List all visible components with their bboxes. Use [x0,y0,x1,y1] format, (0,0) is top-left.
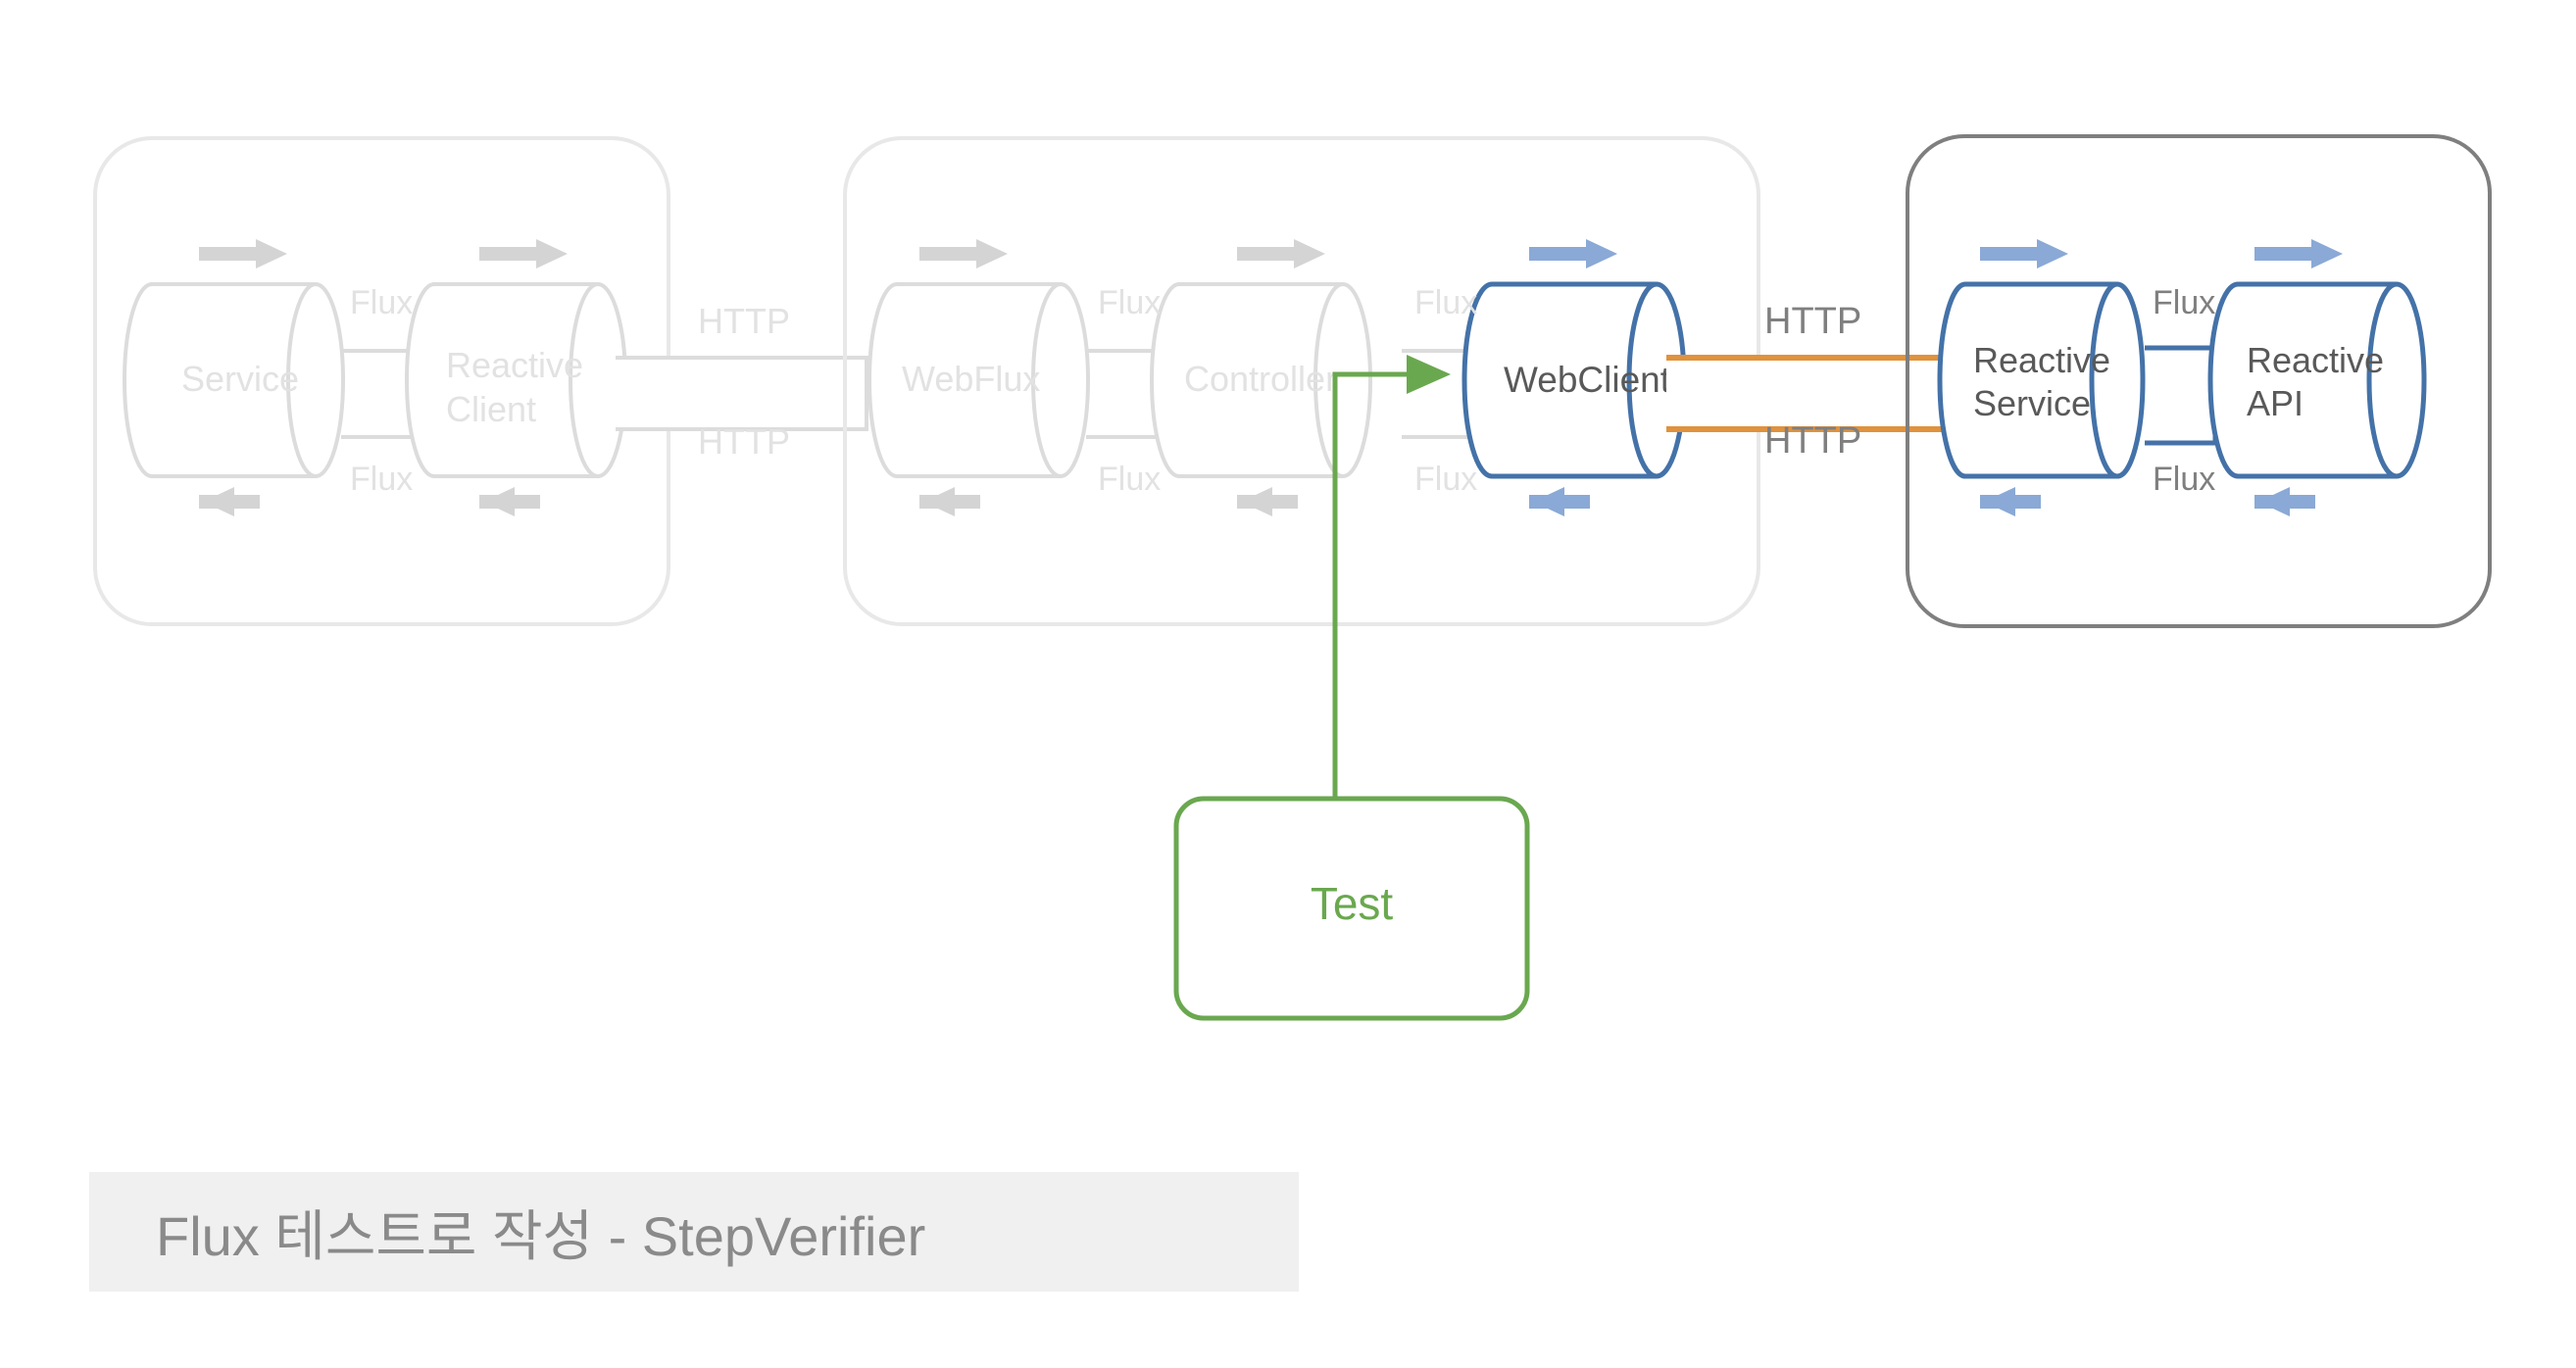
node-reactive-client-label-line1: Reactive [446,345,583,385]
node-webflux: WebFlux [867,282,1090,478]
flux-label-controller-bottom: Flux [1414,461,1477,498]
node-reactive-service-label-line2: Service [1973,383,2091,423]
arrow-right-webflux-faded [919,239,1008,269]
test-box-rect[interactable] [1173,796,1530,1021]
group-external: Reactive Service Reactive API Flux Flux [1906,134,2492,628]
http-connector-left: HTTP HTTP [616,301,868,462]
node-reactive-api-label-line2: API [2247,383,2304,423]
node-reactive-client-label-line2: Client [446,389,536,429]
arrow-right-reactive-service [1980,239,2068,269]
arrow-right-webclient [1529,239,1617,269]
arrow-left-webflux-faded [919,487,980,516]
pipe-webflux-controller [1086,349,1159,439]
pipe-service-client [341,349,414,439]
caption-text: Flux 테스트로 작성 - StepVerifier [156,1204,926,1267]
arrow-left-controller-faded [1237,487,1298,516]
group-external-border [1906,134,2492,628]
pipe-service-api [2145,345,2218,446]
http-label-right-bottom: HTTP [1764,420,1861,462]
node-controller: Controller [1150,282,1372,478]
node-reactive-service: Reactive Service [1937,281,2146,479]
group-client: Service Reactive Client Flux Flux [93,136,670,626]
http-label-left-top: HTTP [698,301,790,341]
arrow-left-webclient [1529,487,1590,516]
http-label-left-bottom: HTTP [698,421,790,462]
arrow-left-reactive-service [1980,487,2041,516]
arrow-right-client-faded [479,239,568,269]
flux-label-external-top: Flux [2153,284,2215,321]
flux-label-webflux-top: Flux [1098,284,1161,321]
node-webclient-label: WebClient [1504,360,1671,400]
pipe-controller-webclient [1402,349,1472,439]
arrow-left-service-faded [199,487,260,516]
caption-band: Flux 테스트로 작성 - StepVerifier [89,1172,1299,1292]
arrow-left-reactive-api [2254,487,2315,516]
flux-label-controller-top: Flux [1414,284,1477,321]
flux-label-webflux-bottom: Flux [1098,461,1161,498]
node-reactive-api: Reactive API [2207,281,2427,479]
flux-label-client-top: Flux [350,284,413,321]
node-webflux-label: WebFlux [902,359,1040,399]
group-server: WebFlux Controller WebClient Flux Flux F… [843,136,1760,626]
node-service: Service [123,282,345,478]
arrow-right-service-faded [199,239,287,269]
node-service-label: Service [181,359,299,399]
node-reactive-api-label-line1: Reactive [2247,340,2384,380]
flux-label-external-bottom: Flux [2153,461,2215,498]
node-controller-label: Controller [1184,359,1337,399]
test-to-webclient-connector [1332,355,1451,799]
arrow-right-controller-faded [1237,239,1325,269]
node-reactive-client: Reactive Client [405,282,627,478]
arrow-right-reactive-api [2254,239,2343,269]
flux-label-client-bottom: Flux [350,461,413,498]
arrow-left-client-faded [479,487,540,516]
http-label-right-top: HTTP [1764,301,1861,342]
test-box[interactable]: Test [1173,796,1530,1021]
test-box-label: Test [1311,878,1394,929]
http-connector-right: HTTP HTTP [1666,301,1963,462]
node-webclient: WebClient [1461,281,1687,479]
node-reactive-service-label-line1: Reactive [1973,340,2110,380]
